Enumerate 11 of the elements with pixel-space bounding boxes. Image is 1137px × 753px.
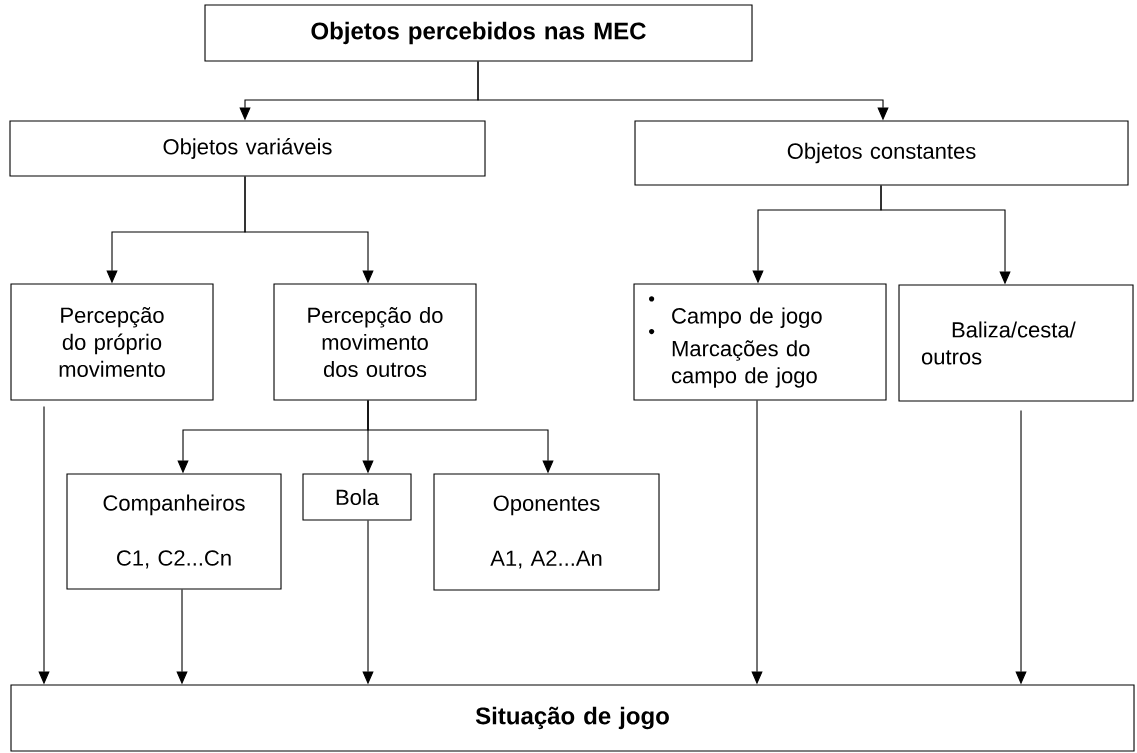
title-box: Objetos percebidos nas MEC <box>204 4 753 62</box>
category-box: Objetos constantes <box>634 120 1129 186</box>
result-box: Situação de jogo <box>10 684 1135 752</box>
process-box: Campo de jogo Marcações do campo de jogo <box>633 283 887 401</box>
process-box: Baliza/cesta/ outros <box>898 284 1134 402</box>
process-box: Bola <box>302 473 412 521</box>
process-box: Oponentes A1, A2...An <box>433 473 660 591</box>
process-box: Percepção do movimento dos outros <box>273 283 477 401</box>
category-box: Objetos variáveis <box>9 120 486 177</box>
process-box: Companheiros C1, C2...Cn <box>66 473 282 590</box>
process-box: Percepção do próprio movimento <box>10 283 214 401</box>
